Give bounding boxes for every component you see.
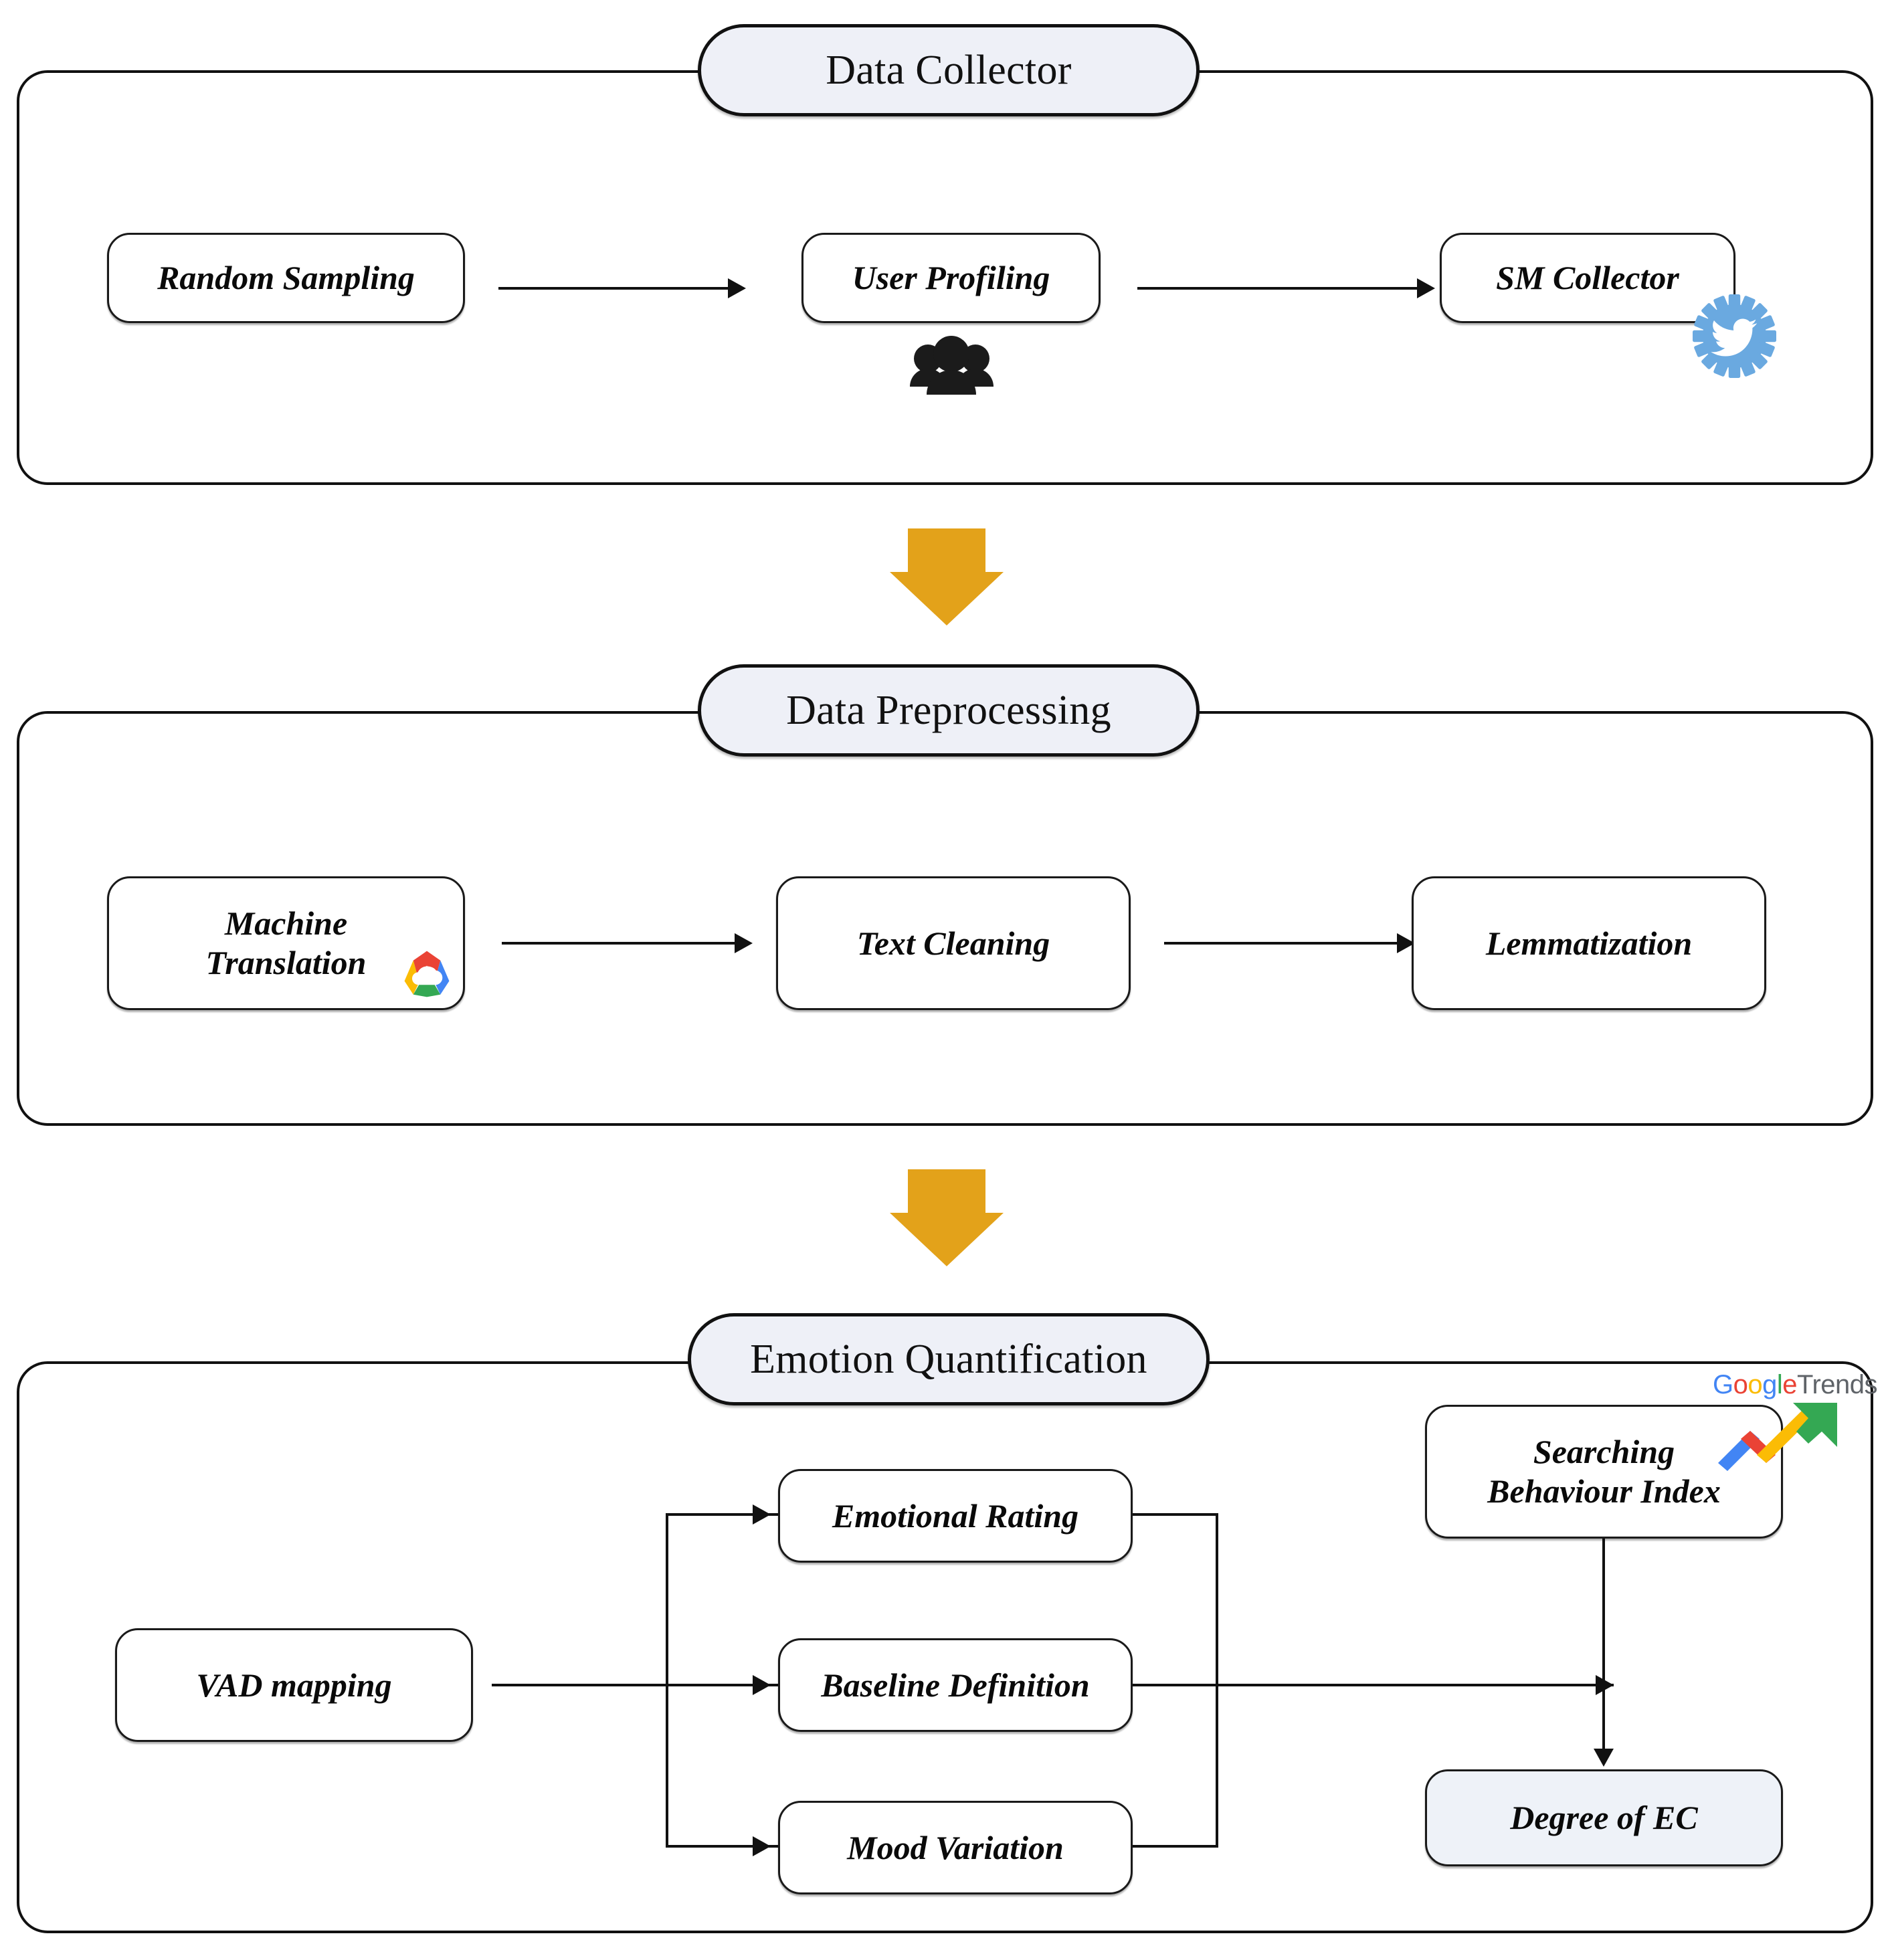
- node-random-sampling[interactable]: Random Sampling: [107, 233, 465, 323]
- node-label: Searching Behaviour Index: [1481, 1432, 1727, 1511]
- node-label-line1: Searching: [1533, 1433, 1675, 1470]
- fanout-bus-vertical: [666, 1513, 668, 1848]
- section-title-data-preprocessing: Data Preprocessing: [698, 664, 1200, 757]
- google-trends-arrow-icon: [1718, 1403, 1837, 1471]
- node-text-cleaning[interactable]: Text Cleaning: [776, 876, 1131, 1010]
- node-label: VAD mapping: [196, 1666, 392, 1704]
- connector-user-profiling-to-sm-collector: [1137, 287, 1418, 290]
- section-title-data-collector: Data Collector: [698, 24, 1200, 116]
- node-baseline-definition[interactable]: Baseline Definition: [778, 1638, 1133, 1732]
- node-label: User Profiling: [852, 259, 1050, 296]
- node-lemmatization[interactable]: Lemmatization: [1412, 876, 1766, 1010]
- arrow-head: [890, 1213, 1004, 1266]
- section-title-label: Data Collector: [826, 47, 1072, 93]
- arrow-shaft: [908, 1169, 985, 1215]
- node-machine-translation[interactable]: Machine Translation: [107, 876, 465, 1010]
- merge-bus-vertical: [1216, 1513, 1218, 1848]
- node-label: Lemmatization: [1485, 924, 1693, 962]
- connector-merge-bus-to-degree-of-ec-junction: [1131, 1684, 1614, 1686]
- arrow-shaft: [908, 528, 985, 574]
- section-title-emotion-quantification: Emotion Quantification: [688, 1313, 1210, 1405]
- node-label: Baseline Definition: [821, 1666, 1090, 1704]
- arrowhead-right: [753, 1836, 771, 1856]
- connector-emotional-rating-to-merge-bus: [1131, 1513, 1218, 1516]
- flow-arrow-preprocessing-to-quantification: [863, 1169, 1030, 1266]
- gt-letter-l: l: [1776, 1370, 1783, 1399]
- node-label: Emotional Rating: [832, 1496, 1079, 1535]
- connector-bus-to-emotional-rating: [666, 1513, 779, 1516]
- node-label: Machine Translation: [199, 904, 373, 983]
- gt-letter-o1: o: [1733, 1370, 1748, 1399]
- node-label-line1: Machine: [224, 904, 348, 942]
- flow-arrow-collector-to-preprocessing: [863, 528, 1030, 625]
- arrowhead-right: [1417, 278, 1435, 298]
- arrowhead-right: [735, 933, 753, 953]
- gt-letter-o2: o: [1747, 1370, 1763, 1399]
- node-emotional-rating[interactable]: Emotional Rating: [778, 1469, 1133, 1563]
- arrowhead-down: [1594, 1749, 1614, 1767]
- node-label: Text Cleaning: [856, 924, 1050, 962]
- gt-letter-g2: g: [1762, 1370, 1777, 1399]
- node-label: Mood Variation: [847, 1828, 1064, 1866]
- google-trends-wordmark: GoogleTrends: [1713, 1370, 1878, 1400]
- google-cloud-icon: [397, 945, 456, 1003]
- connector-bus-to-baseline-definition: [666, 1684, 779, 1686]
- gt-word-trends: Trends: [1797, 1370, 1878, 1399]
- arrowhead-right: [728, 278, 746, 298]
- twitter-gear-icon: [1693, 294, 1776, 378]
- connector-machine-translation-to-text-cleaning: [502, 942, 736, 945]
- section-title-label: Emotion Quantification: [750, 1336, 1147, 1382]
- node-label-line2: Behaviour Index: [1487, 1472, 1721, 1510]
- google-trends-icon: GoogleTrends: [1713, 1370, 1880, 1477]
- node-degree-of-ec[interactable]: Degree of EC: [1425, 1769, 1783, 1866]
- node-searching-behaviour-index[interactable]: Searching Behaviour Index: [1425, 1405, 1783, 1539]
- connector-vad-to-fanout-bus: [492, 1684, 669, 1686]
- gt-letter-e: e: [1782, 1370, 1798, 1399]
- node-label: Degree of EC: [1510, 1799, 1698, 1836]
- arrowhead-right: [753, 1504, 771, 1525]
- node-label: Random Sampling: [157, 259, 415, 296]
- node-mood-variation[interactable]: Mood Variation: [778, 1801, 1133, 1894]
- arrow-head: [890, 572, 1004, 625]
- node-label: SM Collector: [1496, 259, 1679, 296]
- connector-sbi-to-degree-of-ec: [1602, 1539, 1605, 1758]
- node-user-profiling[interactable]: User Profiling: [801, 233, 1101, 323]
- gt-letter-g1: G: [1713, 1370, 1733, 1399]
- section-title-label: Data Preprocessing: [786, 687, 1111, 733]
- arrowhead-right: [753, 1675, 771, 1695]
- node-sm-collector[interactable]: SM Collector: [1440, 233, 1735, 323]
- users-group-icon: [907, 334, 997, 401]
- connector-random-sampling-to-user-profiling: [498, 287, 729, 290]
- node-label-line2: Translation: [205, 944, 367, 981]
- connector-text-cleaning-to-lemmatization: [1164, 942, 1398, 945]
- connector-mood-variation-to-merge-bus: [1131, 1845, 1218, 1848]
- connector-bus-to-mood-variation: [666, 1845, 779, 1848]
- node-vad-mapping[interactable]: VAD mapping: [115, 1628, 473, 1742]
